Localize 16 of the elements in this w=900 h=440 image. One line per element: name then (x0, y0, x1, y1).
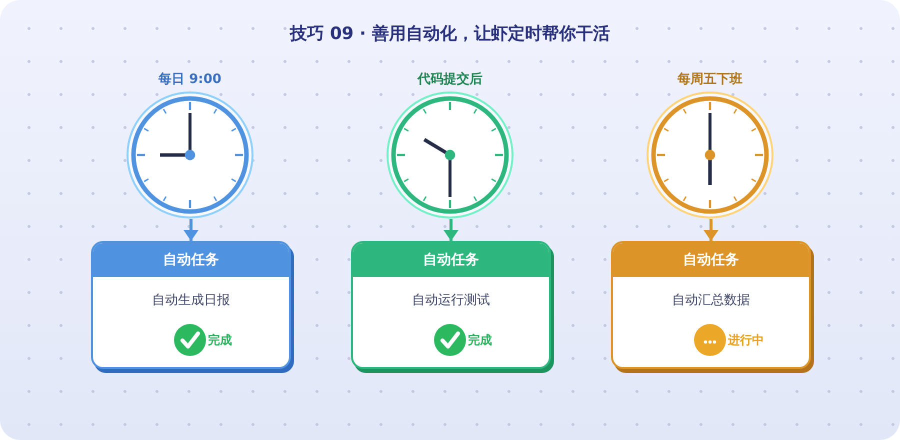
arrow (444, 219, 458, 241)
arrow (184, 219, 198, 241)
status-label: 完成 (208, 332, 232, 348)
task-description: 自动汇总数据 (672, 292, 750, 310)
trigger-label: 代码提交后 (418, 70, 482, 89)
status-label: 完成 (468, 332, 492, 348)
task-description: 自动运行测试 (412, 292, 490, 310)
title: 技巧 09 · 善用自动化，让虾定时帮你干活 (290, 23, 610, 46)
card-header: 自动任务 (353, 243, 549, 277)
task-description: 自动生成日报 (152, 292, 230, 310)
status-label: 进行中 (728, 332, 764, 348)
card-header: 自动任务 (93, 243, 289, 277)
trigger-label: 每周五下班 (678, 71, 742, 89)
card-header: 自动任务 (613, 243, 809, 277)
arrow (704, 219, 718, 241)
trigger-label: 每日 9:00 (158, 71, 222, 89)
